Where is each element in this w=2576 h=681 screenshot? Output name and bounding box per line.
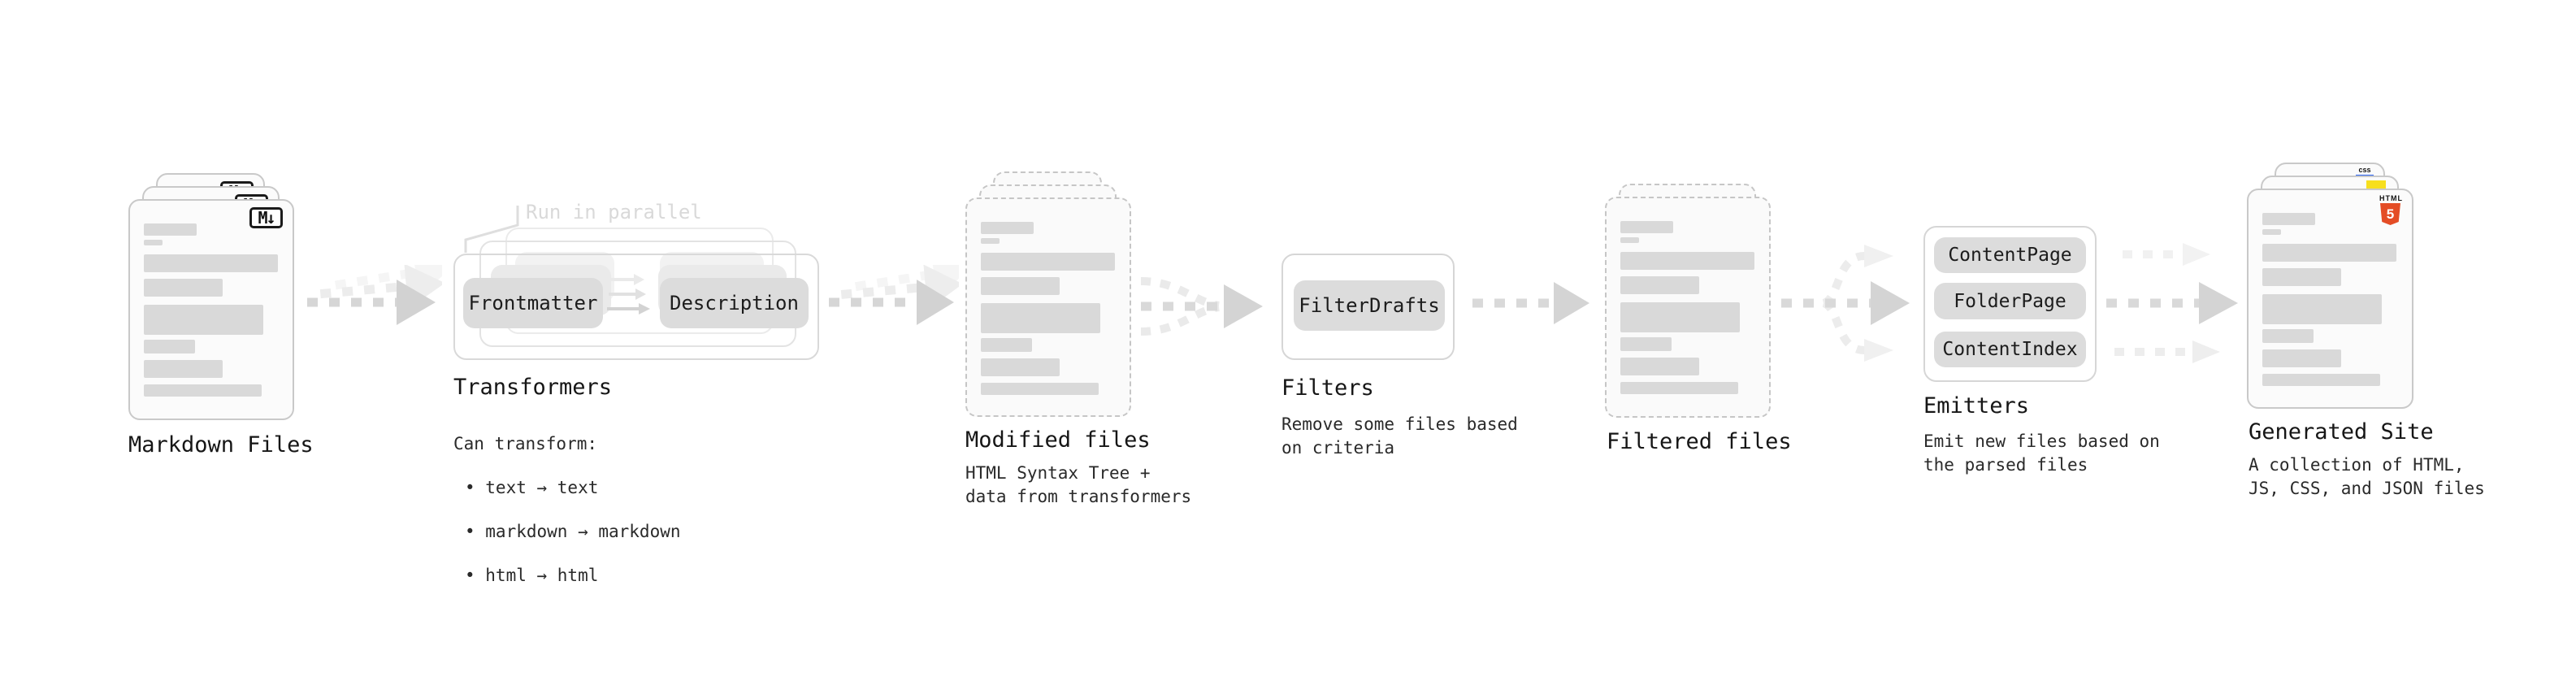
emitter-contentindex-node: ContentIndex [1934,332,2086,367]
modified-files-description: HTML Syntax Tree + data from transformer… [965,463,1192,506]
placeholder-text-lines [144,223,278,397]
generated-site-stack: css HTML 5 [2247,163,2442,411]
placeholder-text-bar [2262,329,2314,343]
transformers-bullet: • markdown → markdown [465,522,681,541]
placeholder-text-bar [144,223,197,236]
markdown-files-stack: M↓ M↓ M↓ [128,173,323,422]
placeholder-text-bar [144,305,263,335]
filtered-files-label: Filtered files [1607,429,1792,454]
emitters-label: Emitters [1923,393,2030,419]
doc-card-front: M↓ [128,199,294,420]
placeholder-text-bar [1620,237,1639,243]
note-leader-line [464,206,519,253]
placeholder-text-bar [144,360,223,378]
placeholder-text-bar [144,340,195,354]
transformers-description: Can transform: • text → text • markdown … [453,411,681,609]
transformer-internal-arrows [607,274,650,314]
placeholder-text-bar [2262,229,2281,235]
merge-arrow-modified-to-filters [1140,277,1263,336]
placeholder-text-bar [2262,244,2396,262]
filters-frame [1281,254,1455,360]
placeholder-text-bar [981,383,1099,395]
placeholder-text-bar [2262,349,2341,367]
javascript-icon [2366,180,2386,191]
placeholder-text-lines [1620,221,1754,394]
placeholder-text-bar [981,253,1115,271]
placeholder-text-lines [2262,213,2396,386]
placeholder-text-bar [2262,213,2315,225]
flow-arrow-transformers-to-modified [829,265,959,325]
run-in-parallel-note: Run in parallel [526,201,702,223]
transformer-frontmatter-node: Frontmatter [463,278,603,328]
flow-arrow-emitter-top [2123,243,2210,266]
emitter-folderpage-node: FolderPage [1934,283,2086,319]
emitters-description: Emit new files based on the parsed files [1923,432,2160,475]
placeholder-text-bar [1620,221,1673,233]
placeholder-text-bar [2262,374,2380,386]
placeholder-text-bar [1620,337,1672,351]
placeholder-text-bar [981,303,1100,333]
transformers-bullet: • text → text [465,478,599,497]
placeholder-text-bar [1620,382,1738,394]
placeholder-text-bar [144,240,163,245]
filters-label: Filters [1281,375,1374,401]
placeholder-text-bar [981,238,1000,244]
transformers-label: Transformers [453,375,613,400]
transformer-frame-front [453,254,819,360]
placeholder-text-bar [2262,294,2382,324]
transformer-description-node: Description [660,278,809,328]
placeholder-text-bar [981,358,1060,376]
emitters-frame [1923,226,2097,382]
placeholder-text-bar [1620,276,1699,294]
transformers-bullet: • html → html [465,566,599,585]
placeholder-text-lines [981,222,1115,395]
flow-arrow-filters-to-filtered [1472,282,1589,324]
fanout-arrow-filtered-to-emitters [1781,245,1910,362]
generated-site-description: A collection of HTML, JS, CSS, and JSON … [2249,455,2485,498]
placeholder-text-bar [2262,268,2341,286]
placeholder-text-bar [981,338,1032,352]
flow-arrow-emitter-middle [2106,282,2238,324]
doc-card-front [965,197,1131,417]
markdown-icon: M↓ [249,207,283,228]
html5-icon: HTML 5 [2379,194,2402,225]
doc-card-html: HTML 5 [2247,189,2413,409]
placeholder-text-bar [1620,302,1740,332]
placeholder-text-bar [144,254,278,272]
emitter-contentpage-node: ContentPage [1934,237,2086,273]
placeholder-text-bar [981,277,1060,295]
placeholder-text-bar [144,384,262,397]
modified-files-label: Modified files [965,427,1151,453]
placeholder-text-bar [981,222,1034,234]
transformers-desc-heading: Can transform: [453,434,598,453]
modified-files-stack [965,171,1160,420]
doc-card-front [1605,197,1771,418]
flow-arrow-markdown-to-transformers [307,265,442,325]
placeholder-text-bar [144,279,223,297]
filtered-files-stack [1605,184,1784,419]
markdown-files-label: Markdown Files [128,432,314,458]
filters-description: Remove some files based on criteria [1281,414,1518,458]
generated-site-label: Generated Site [2249,419,2434,445]
filter-drafts-node: FilterDrafts [1294,280,1445,331]
placeholder-text-bar [1620,252,1754,270]
placeholder-text-bar [1620,358,1699,375]
flow-arrow-emitter-bottom [2114,340,2220,363]
